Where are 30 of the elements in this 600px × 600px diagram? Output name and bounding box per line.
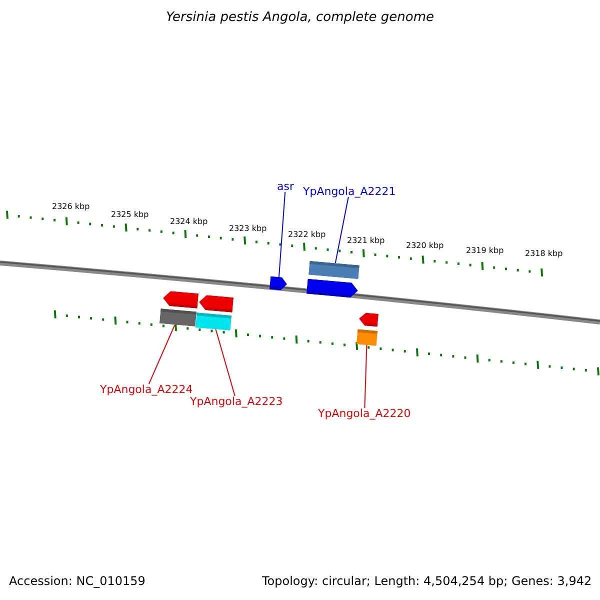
gene-feature bbox=[358, 312, 379, 327]
gene-label: YpAngola_A2224 bbox=[100, 384, 193, 395]
tick-label: 2325 kbp bbox=[111, 211, 149, 219]
tick-label: 2319 kbp bbox=[466, 247, 504, 255]
tick-label: 2324 kbp bbox=[170, 218, 208, 226]
leader-line bbox=[148, 324, 176, 384]
gene-feature bbox=[162, 290, 199, 308]
leader-line bbox=[215, 328, 236, 396]
gene-label: YpAngola_A2220 bbox=[318, 408, 411, 419]
tick-label: 2323 kbp bbox=[229, 225, 267, 233]
tick-label: 2321 kbp bbox=[347, 237, 385, 245]
gene-feature bbox=[306, 278, 359, 298]
feature-box bbox=[356, 329, 378, 346]
feature-box bbox=[159, 308, 197, 327]
accession-text: Accession: NC_010159 bbox=[9, 575, 146, 587]
gene-label: YpAngola_A2221 bbox=[303, 186, 396, 197]
feature-box bbox=[195, 312, 232, 330]
genome-summary-text: Topology: circular; Length: 4,504,254 bp; Genes: 3,942 bbox=[262, 575, 592, 587]
feature-box bbox=[308, 260, 360, 280]
gene-label: YpAngola_A2223 bbox=[190, 396, 283, 407]
tick-label: 2326 kbp bbox=[52, 203, 90, 211]
gene-feature bbox=[198, 294, 234, 312]
tick-label: 2318 kbp bbox=[525, 250, 563, 258]
gene-label: asr bbox=[277, 181, 294, 192]
leader-line bbox=[278, 192, 286, 278]
tick-label: 2320 kbp bbox=[406, 242, 444, 250]
title: Yersinia pestis Angola, complete genome bbox=[165, 11, 435, 24]
tick-label: 2322 kbp bbox=[288, 231, 326, 239]
leader-line bbox=[364, 344, 368, 408]
gene-feature bbox=[269, 276, 288, 291]
